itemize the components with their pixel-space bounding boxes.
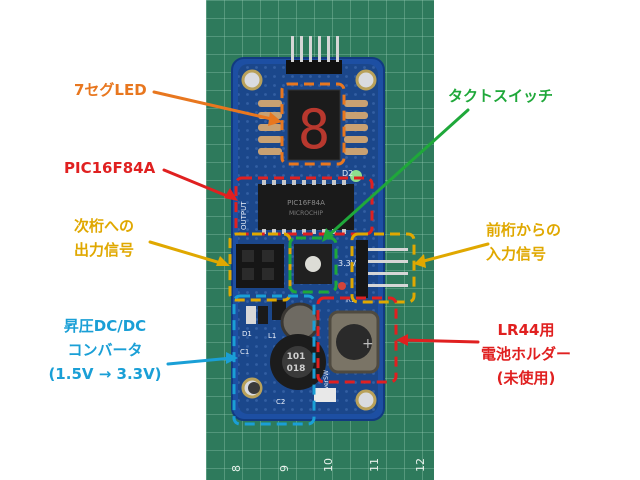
coil-marking-1: 101	[287, 352, 306, 362]
arrow-tact	[326, 108, 470, 238]
label-pic: PIC16F84A	[64, 159, 156, 177]
silk-3v3: 3.3V	[338, 259, 357, 268]
label-next-output: 次桁への 出力信号	[74, 217, 135, 259]
silk-output: OUTPUT	[240, 201, 248, 230]
arrow-input	[418, 242, 490, 264]
label-dcdc: 昇圧DC/DC コンバータ (1.5V → 3.3V)	[48, 317, 162, 383]
box-battery	[316, 296, 398, 384]
mat-number: 9	[278, 465, 291, 472]
box-output	[228, 232, 292, 302]
dcdc-parts	[246, 300, 326, 394]
label-tact: タクトスイッチ	[448, 87, 554, 105]
silk-powersw: PowerSW	[323, 370, 330, 398]
mat-number: 10	[322, 458, 335, 472]
coil-marking-2: 018	[287, 364, 306, 374]
battery-holder: +	[328, 310, 380, 374]
seven-segment-led: 8	[287, 89, 341, 161]
tact-switch	[294, 244, 332, 284]
box-pic	[234, 176, 374, 236]
svg-text:+: +	[362, 336, 374, 352]
label-battery: LR44用 電池ホルダー (未使用)	[480, 321, 571, 387]
silk-d1: D1	[242, 330, 252, 338]
arrowhead-tact	[322, 228, 334, 242]
arrow-pic	[162, 168, 234, 200]
ic-maker: MICROCHIP	[289, 210, 323, 217]
mount-hole	[355, 69, 377, 91]
mount-hole	[241, 69, 263, 91]
arrow-7seg	[152, 90, 278, 122]
arrow-battery	[400, 338, 480, 344]
box-7seg	[280, 82, 346, 166]
resistors-right	[344, 100, 368, 155]
silk-c2: C2	[276, 398, 285, 406]
arrowhead-7seg	[268, 112, 282, 126]
arrowhead-input	[414, 254, 426, 268]
silk-l1: L1	[268, 332, 276, 340]
mat-number: 11	[368, 458, 381, 472]
box-tact	[288, 236, 338, 294]
input-header	[356, 240, 408, 298]
label-7seg: 7セグLED	[74, 81, 147, 99]
mat-number: 8	[230, 465, 243, 472]
top-pin-header	[286, 36, 342, 74]
box-input	[350, 232, 416, 304]
led-red	[338, 282, 346, 290]
output-connector	[236, 244, 284, 288]
arrowhead-battery	[396, 334, 408, 346]
silk-r1: R1	[346, 296, 355, 304]
power-switch	[314, 388, 336, 402]
mat-number: 12	[414, 458, 427, 472]
ic-marking: PIC16F84A	[287, 199, 325, 207]
silk-c1: C1	[240, 348, 249, 356]
arrow-output	[148, 240, 226, 266]
seg-digit: 8	[298, 98, 331, 161]
arrowhead-pic	[224, 188, 238, 201]
arrowhead-output	[216, 256, 230, 266]
arrow-dcdc	[166, 356, 234, 366]
pic-ic: PIC16F84A MICROCHIP	[258, 180, 354, 234]
label-prev-input: 前桁からの 入力信号	[486, 221, 562, 263]
mount-hole	[355, 389, 377, 411]
arrowhead-dcdc	[226, 352, 238, 364]
silk-d2: D2	[342, 169, 353, 178]
